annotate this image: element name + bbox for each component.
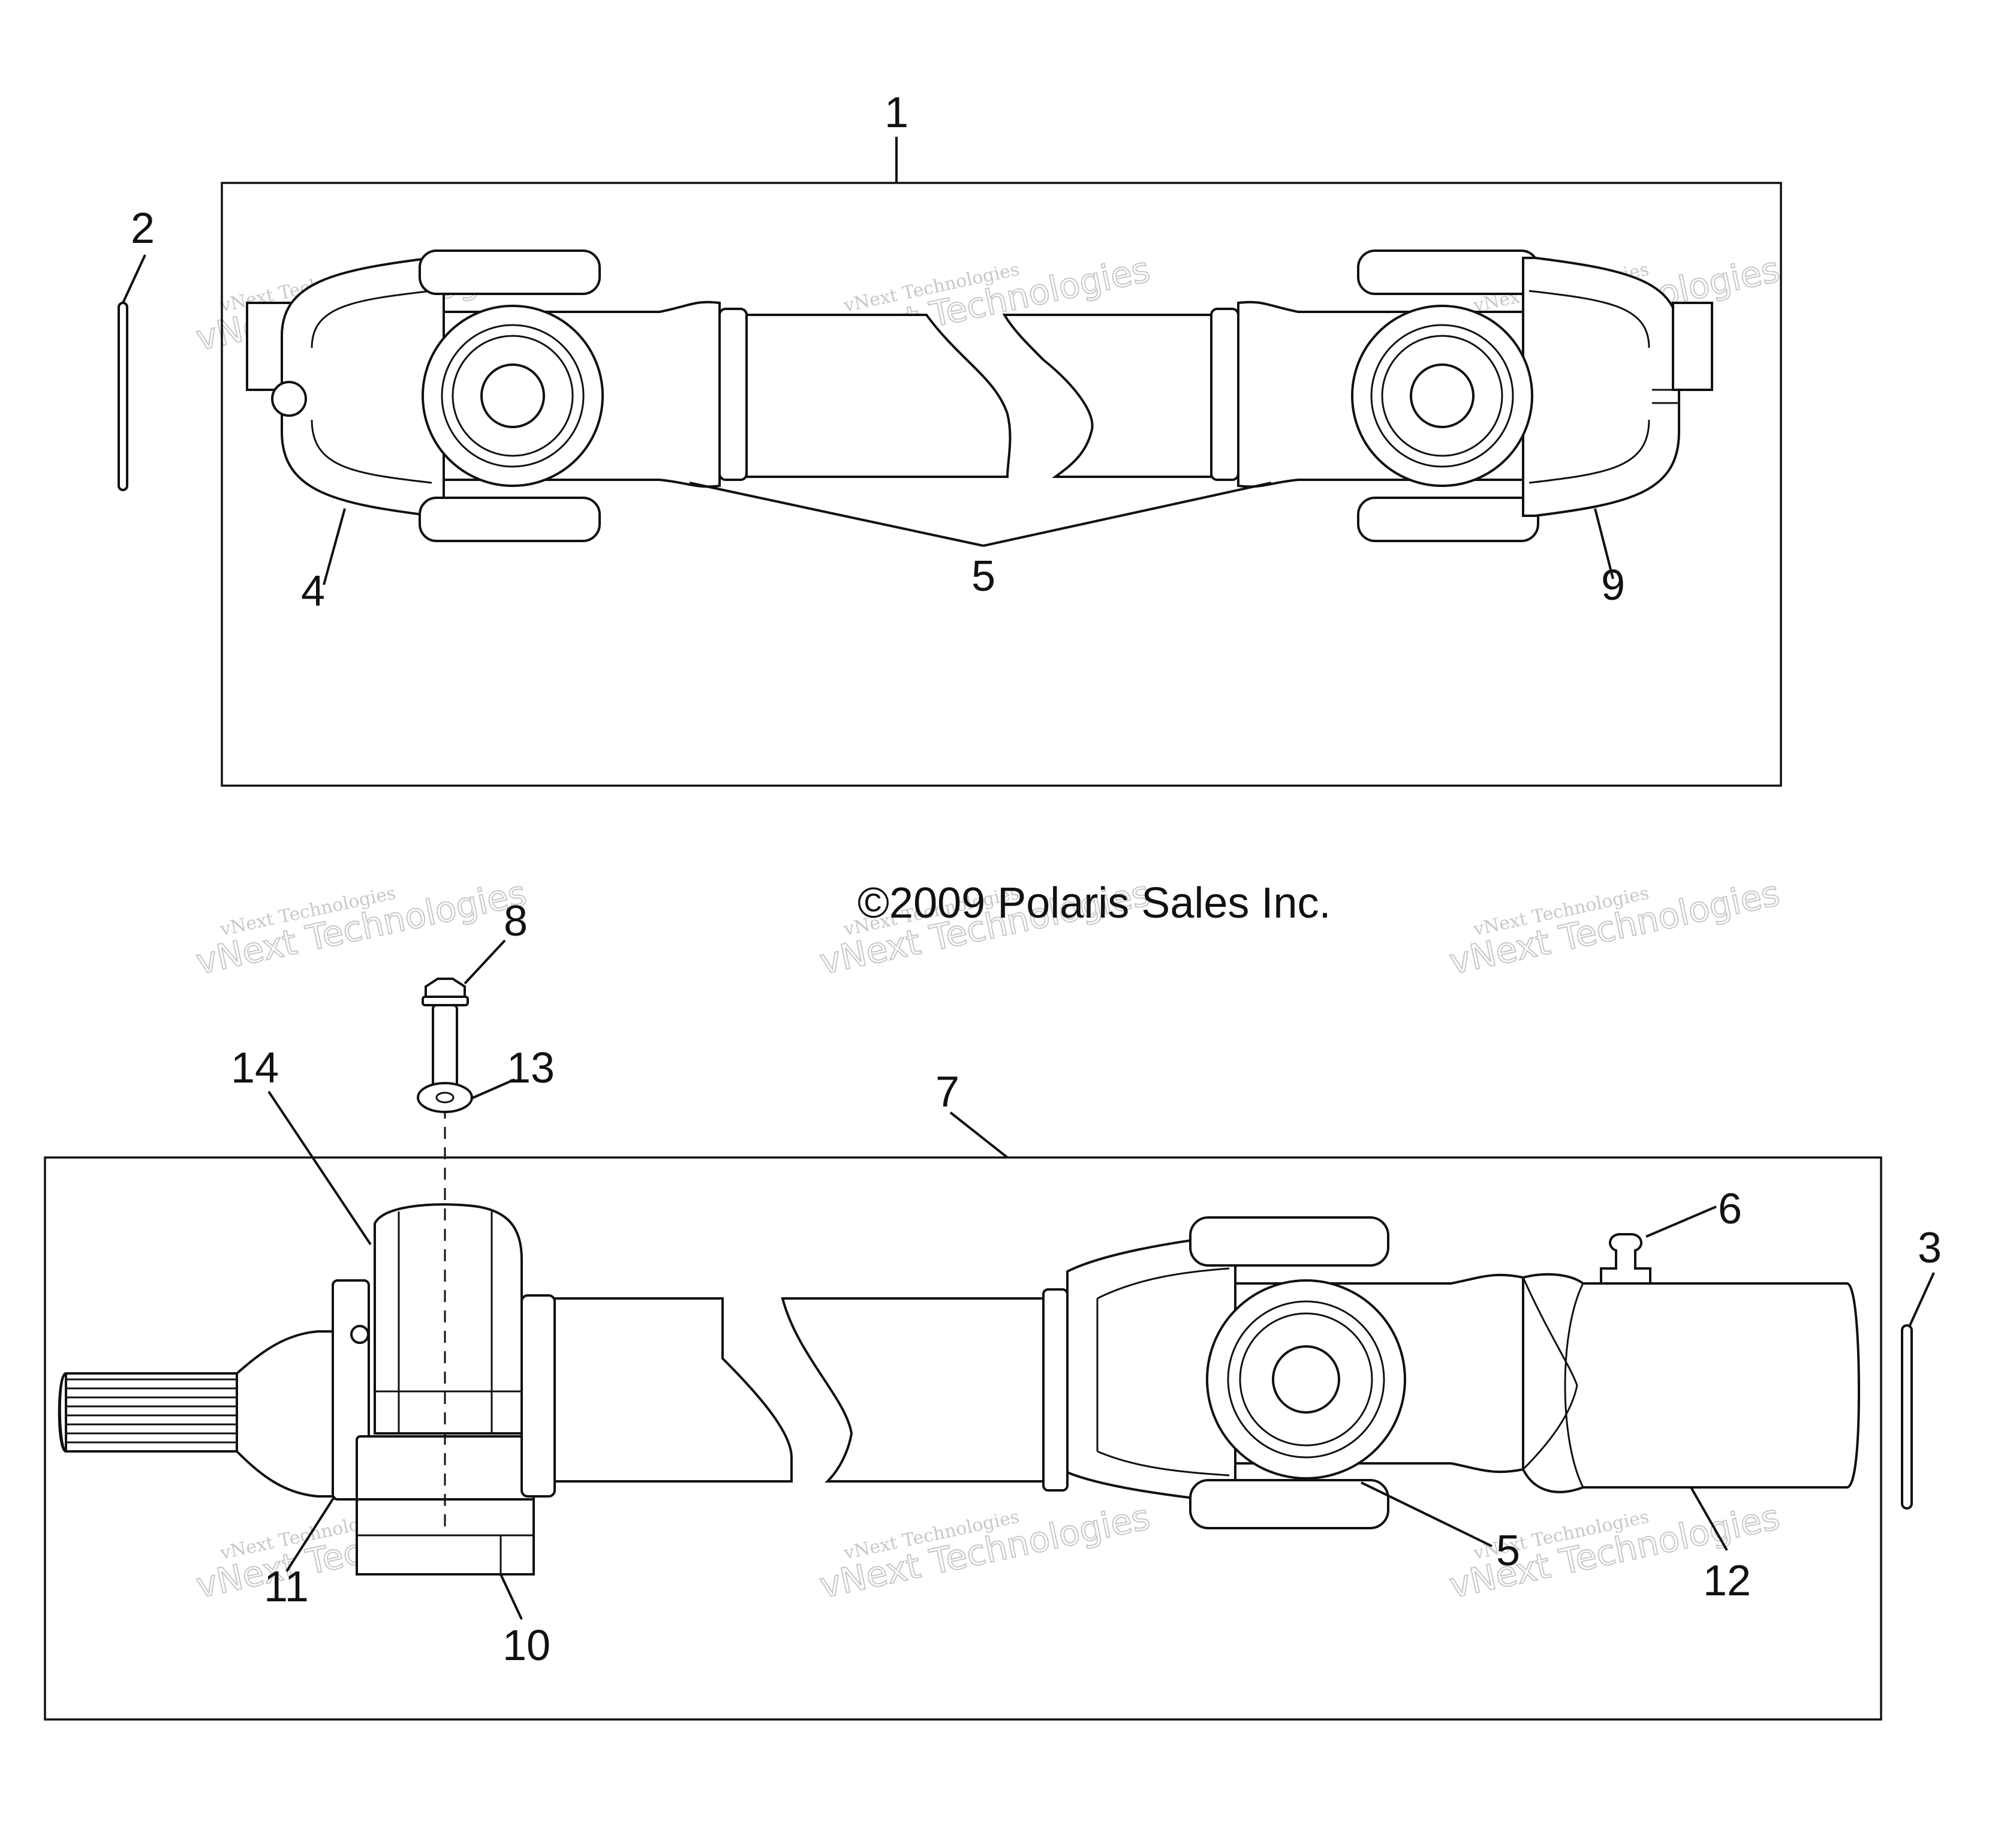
right-ujoint-bore: [1410, 363, 1475, 428]
callout-4: 4: [301, 567, 325, 615]
callout-14: 14: [231, 1044, 279, 1092]
retaining-ring-2: [118, 302, 128, 491]
flange-bolt-head: [350, 1325, 369, 1344]
right-yoke: [1522, 257, 1680, 517]
left-bearing-cap-bottom: [419, 497, 601, 542]
left-bearing-cap-top: [419, 249, 601, 295]
leader-lines: [122, 137, 1935, 1620]
right-bearing-cap-top: [1357, 249, 1539, 295]
grease-fitting: [1600, 1233, 1651, 1285]
carrier-bearing-housing: [374, 1203, 523, 1435]
right-spline-stub: [1672, 302, 1713, 391]
bottom-bearing-cap-bottom: [1189, 1479, 1389, 1529]
callout-1: 1: [884, 89, 908, 137]
shaft-collar-bottom: [520, 1294, 556, 1498]
callout-11: 11: [264, 1563, 309, 1611]
callout-9: 9: [1601, 561, 1625, 609]
assembly-7-frame: [44, 1156, 1882, 1721]
washer-13: [417, 1082, 473, 1113]
callout-12: 12: [1703, 1557, 1751, 1605]
left-ujoint-bore: [480, 363, 545, 428]
bearing-bracket-10: [356, 1435, 535, 1504]
bolt-8: [422, 978, 469, 1090]
bottom-shaft-right-segment: [781, 1297, 1045, 1483]
shaft-tube-left-segment: [745, 314, 1012, 478]
slip-yoke-tube: [1522, 1273, 1861, 1493]
assembly-1-frame: [221, 182, 1782, 787]
right-bearing-cap-bottom: [1357, 497, 1539, 542]
retaining-ring-3: [1901, 1324, 1913, 1510]
callout-10: 10: [503, 1622, 550, 1670]
shaft-neck: [236, 1330, 337, 1498]
callout-3: 3: [1918, 1224, 1942, 1272]
shaft-tube-right-segment: [1002, 314, 1212, 478]
copyright-text: ©2009 Polaris Sales Inc.: [857, 879, 1331, 927]
callout-labels: 1 2 3 4 5 5 6 7 8 9 10 11 12 13 14: [131, 89, 1942, 1670]
shaft-collar-right: [1210, 308, 1239, 481]
callout-5-bottom: 5: [1496, 1527, 1520, 1575]
bottom-driveshaft-assembly: [44, 1107, 1882, 1721]
bottom-bearing-cap-top: [1189, 1216, 1389, 1267]
left-yoke: [281, 257, 445, 517]
callout-8: 8: [504, 897, 528, 945]
callout-6: 6: [1718, 1185, 1742, 1233]
bottom-shaft-left-segment: [553, 1297, 793, 1483]
callout-2: 2: [131, 205, 155, 252]
grease-ball: [271, 381, 307, 417]
callout-13: 13: [507, 1044, 555, 1092]
callout-5: 5: [971, 552, 995, 600]
bearing-bracket-base: [356, 1498, 535, 1576]
shaft-collar-left: [718, 308, 748, 481]
bottom-ujoint-bore: [1272, 1345, 1340, 1414]
bottom-shaft-collar-right: [1042, 1288, 1069, 1492]
top-driveshaft-assembly: [221, 182, 1782, 787]
callout-7: 7: [935, 1068, 959, 1116]
